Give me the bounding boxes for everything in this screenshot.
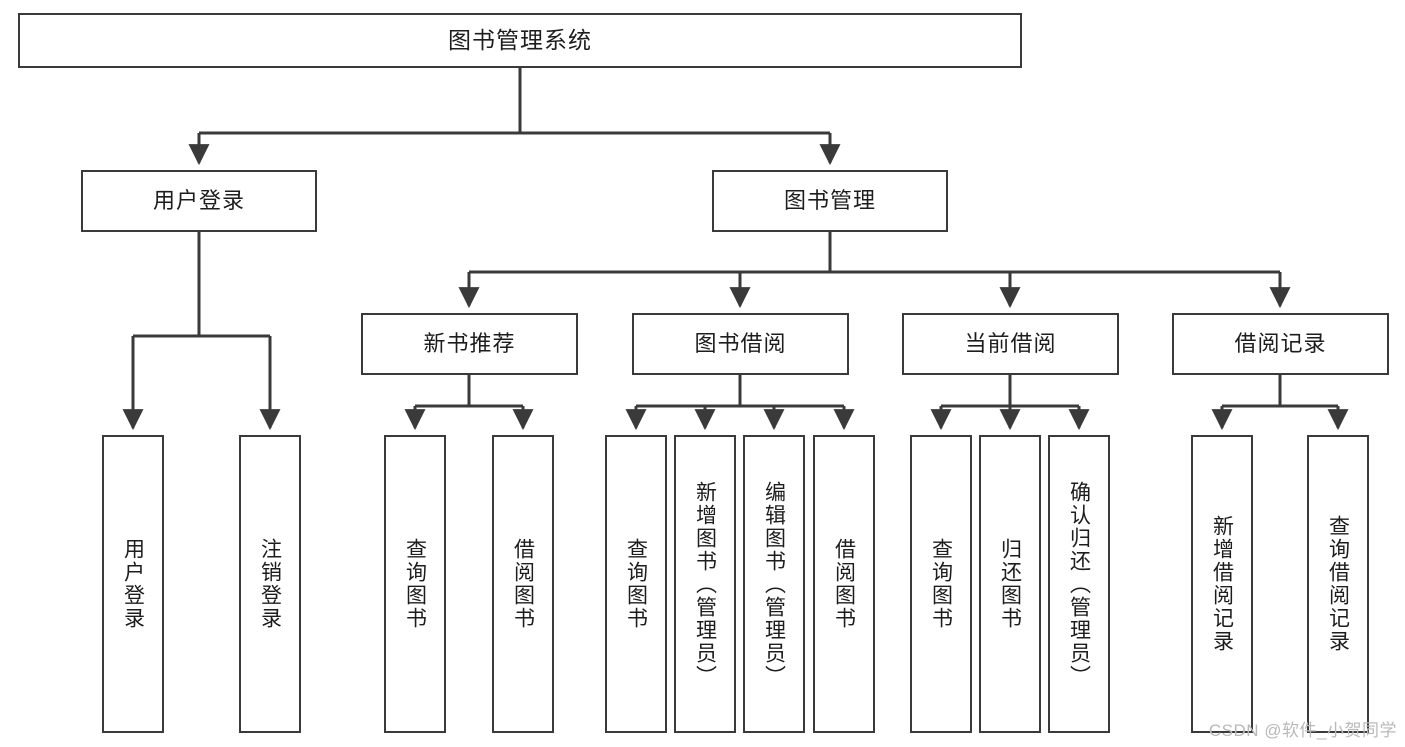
node-leaf-edit-book[interactable]: 编辑图书（管理员） [743,435,805,733]
node-leaf-query-book-1-label: 查询图书 [403,538,427,630]
node-current-borrow-label: 当前借阅 [964,330,1057,356]
node-new-book-recommend-label: 新书推荐 [423,330,516,356]
node-leaf-query-book-3-label: 查询图书 [929,538,953,630]
node-leaf-borrow-book-1[interactable]: 借阅图书 [492,435,554,733]
node-user-login-label: 用户登录 [152,187,245,213]
node-leaf-query-record-label: 查询借阅记录 [1326,515,1350,653]
node-root-label: 图书管理系统 [448,26,592,53]
node-current-borrow[interactable]: 当前借阅 [902,313,1119,375]
node-root[interactable]: 图书管理系统 [18,13,1022,68]
node-leaf-add-record-label: 新增借阅记录 [1210,515,1234,653]
node-leaf-logout[interactable]: 注销登录 [239,435,301,733]
node-book-manage-label: 图书管理 [783,187,876,213]
node-new-book-recommend[interactable]: 新书推荐 [361,313,578,375]
node-borrow-record[interactable]: 借阅记录 [1172,313,1389,375]
node-leaf-add-book[interactable]: 新增图书（管理员） [674,435,736,733]
node-leaf-query-record[interactable]: 查询借阅记录 [1307,435,1369,733]
node-borrow-record-label: 借阅记录 [1234,330,1327,356]
node-leaf-logout-label: 注销登录 [258,538,282,630]
node-leaf-confirm-return-label: 确认归还（管理员） [1067,480,1091,688]
node-leaf-edit-book-label: 编辑图书（管理员） [762,480,786,688]
node-book-borrow-label: 图书借阅 [694,330,787,356]
watermark: CSDN @软件_小贺同学 [1208,721,1397,740]
node-leaf-user-login-label: 用户登录 [121,538,145,630]
node-leaf-borrow-book-1-label: 借阅图书 [511,538,535,630]
node-leaf-query-book-1[interactable]: 查询图书 [384,435,446,733]
node-book-borrow[interactable]: 图书借阅 [632,313,849,375]
node-leaf-borrow-book-2-label: 借阅图书 [832,538,856,630]
node-leaf-query-book-2-label: 查询图书 [624,538,648,630]
node-leaf-borrow-book-2[interactable]: 借阅图书 [813,435,875,733]
node-leaf-add-record[interactable]: 新增借阅记录 [1191,435,1253,733]
node-leaf-return-book[interactable]: 归还图书 [979,435,1041,733]
node-leaf-confirm-return[interactable]: 确认归还（管理员） [1048,435,1110,733]
node-user-login[interactable]: 用户登录 [81,170,317,232]
node-leaf-user-login[interactable]: 用户登录 [102,435,164,733]
node-leaf-return-book-label: 归还图书 [998,538,1022,630]
node-book-manage[interactable]: 图书管理 [712,170,948,232]
node-leaf-query-book-3[interactable]: 查询图书 [910,435,972,733]
node-leaf-add-book-label: 新增图书（管理员） [693,480,717,688]
node-leaf-query-book-2[interactable]: 查询图书 [605,435,667,733]
